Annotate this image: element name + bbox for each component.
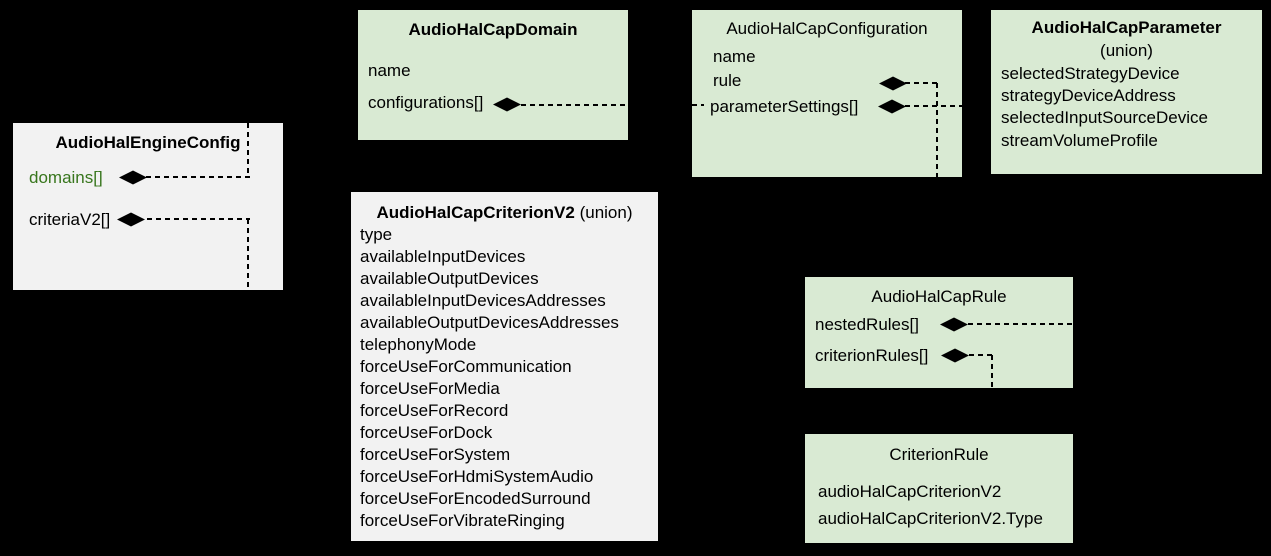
field-available-output-devices-addresses: availableOutputDevicesAddresses <box>360 313 619 332</box>
field-available-input-devices-addresses: availableInputDevicesAddresses <box>360 291 606 310</box>
class-subtitle-union: (union) <box>579 203 633 222</box>
class-box-audio-hal-cap-configuration: AudioHalCapConfiguration name rule param… <box>692 10 962 177</box>
field-criterion-rules: criterionRules[] <box>815 346 929 365</box>
field-force-use-for-communication: forceUseForCommunication <box>360 357 572 376</box>
composition-diamond-icon <box>493 97 521 112</box>
class-title: CriterionRule <box>889 445 989 464</box>
class-subtitle-union: (union) <box>1100 41 1153 60</box>
connector-rule-h <box>905 82 938 84</box>
field-force-use-for-media: forceUseForMedia <box>360 379 500 398</box>
class-title-row: AudioHalCapCriterionV2 (union) <box>351 203 658 223</box>
composition-diamond-icon <box>117 212 145 227</box>
class-box-audio-hal-cap-domain: AudioHalCapDomain name configurations[] <box>358 10 628 140</box>
connector-criterion-rules-h <box>969 354 994 356</box>
field-nested-rules: nestedRules[] <box>815 315 919 334</box>
composition-diamond-icon <box>879 76 907 91</box>
field-strategy-device-address: strategyDeviceAddress <box>1001 86 1176 105</box>
class-box-audio-hal-cap-criterion-v2: AudioHalCapCriterionV2 (union) type avai… <box>351 192 658 541</box>
field-name: name <box>368 61 411 80</box>
connector-rule-v <box>936 83 938 277</box>
class-title: AudioHalCapCriterionV2 <box>376 203 575 222</box>
field-name: name <box>713 47 756 66</box>
field-force-use-for-hdmi-system-audio: forceUseForHdmiSystemAudio <box>360 467 594 486</box>
class-title: AudioHalEngineConfig <box>55 133 241 152</box>
connector-configurations-h <box>521 104 704 106</box>
class-title: AudioHalCapRule <box>871 287 1007 306</box>
field-parameter-settings: parameterSettings[] <box>710 97 859 116</box>
connector-domains-h <box>146 176 250 178</box>
class-box-audio-hal-cap-parameter: AudioHalCapParameter (union) selectedStr… <box>991 10 1262 174</box>
field-audio-hal-cap-criterion-v2: audioHalCapCriterionV2 <box>818 482 1002 501</box>
field-available-input-devices: availableInputDevices <box>360 247 526 266</box>
field-criteria-v2: criteriaV2[] <box>29 210 111 229</box>
field-telephony-mode: telephonyMode <box>360 335 477 354</box>
field-selected-input-source-device: selectedInputSourceDevice <box>1001 108 1208 127</box>
connector-criteria-v2-h <box>147 218 250 220</box>
field-force-use-for-system: forceUseForSystem <box>360 445 511 464</box>
field-configurations: configurations[] <box>368 93 484 112</box>
field-force-use-for-dock: forceUseForDock <box>360 423 493 442</box>
connector-criteria-v2-v <box>247 219 249 290</box>
class-box-criterion-rule: CriterionRule audioHalCapCriterionV2 aud… <box>805 434 1073 543</box>
field-stream-volume-profile: streamVolumeProfile <box>1001 131 1158 150</box>
field-domains: domains[] <box>29 168 103 187</box>
composition-diamond-icon <box>941 348 969 363</box>
connector-criterion-rules-v <box>991 355 993 434</box>
connector-domains-v <box>247 123 249 178</box>
field-selected-strategy-device: selectedStrategyDevice <box>1001 64 1180 83</box>
field-available-output-devices: availableOutputDevices <box>360 269 539 288</box>
composition-diamond-icon <box>940 317 968 332</box>
field-type: type <box>360 225 393 244</box>
class-title: AudioHalCapConfiguration <box>726 19 928 38</box>
composition-diamond-icon <box>878 99 906 114</box>
connector-parameter-settings-h <box>905 105 991 107</box>
field-audio-hal-cap-criterion-v2-type: audioHalCapCriterionV2.Type <box>818 509 1043 528</box>
field-rule: rule <box>713 71 742 90</box>
class-title: AudioHalCapDomain <box>408 20 578 39</box>
field-force-use-for-record: forceUseForRecord <box>360 401 509 420</box>
field-force-use-for-encoded-surround: forceUseForEncodedSurround <box>360 489 591 508</box>
composition-diamond-icon <box>119 170 147 185</box>
class-title: AudioHalCapParameter <box>1031 18 1222 37</box>
field-force-use-for-vibrate-ringing: forceUseForVibrateRinging <box>360 511 565 530</box>
class-box-audio-hal-cap-rule: AudioHalCapRule nestedRules[] criterionR… <box>805 277 1073 388</box>
class-box-audio-hal-engine-config: AudioHalEngineConfig domains[] criteriaV… <box>13 123 283 290</box>
connector-nested-rules-h <box>968 323 1073 325</box>
